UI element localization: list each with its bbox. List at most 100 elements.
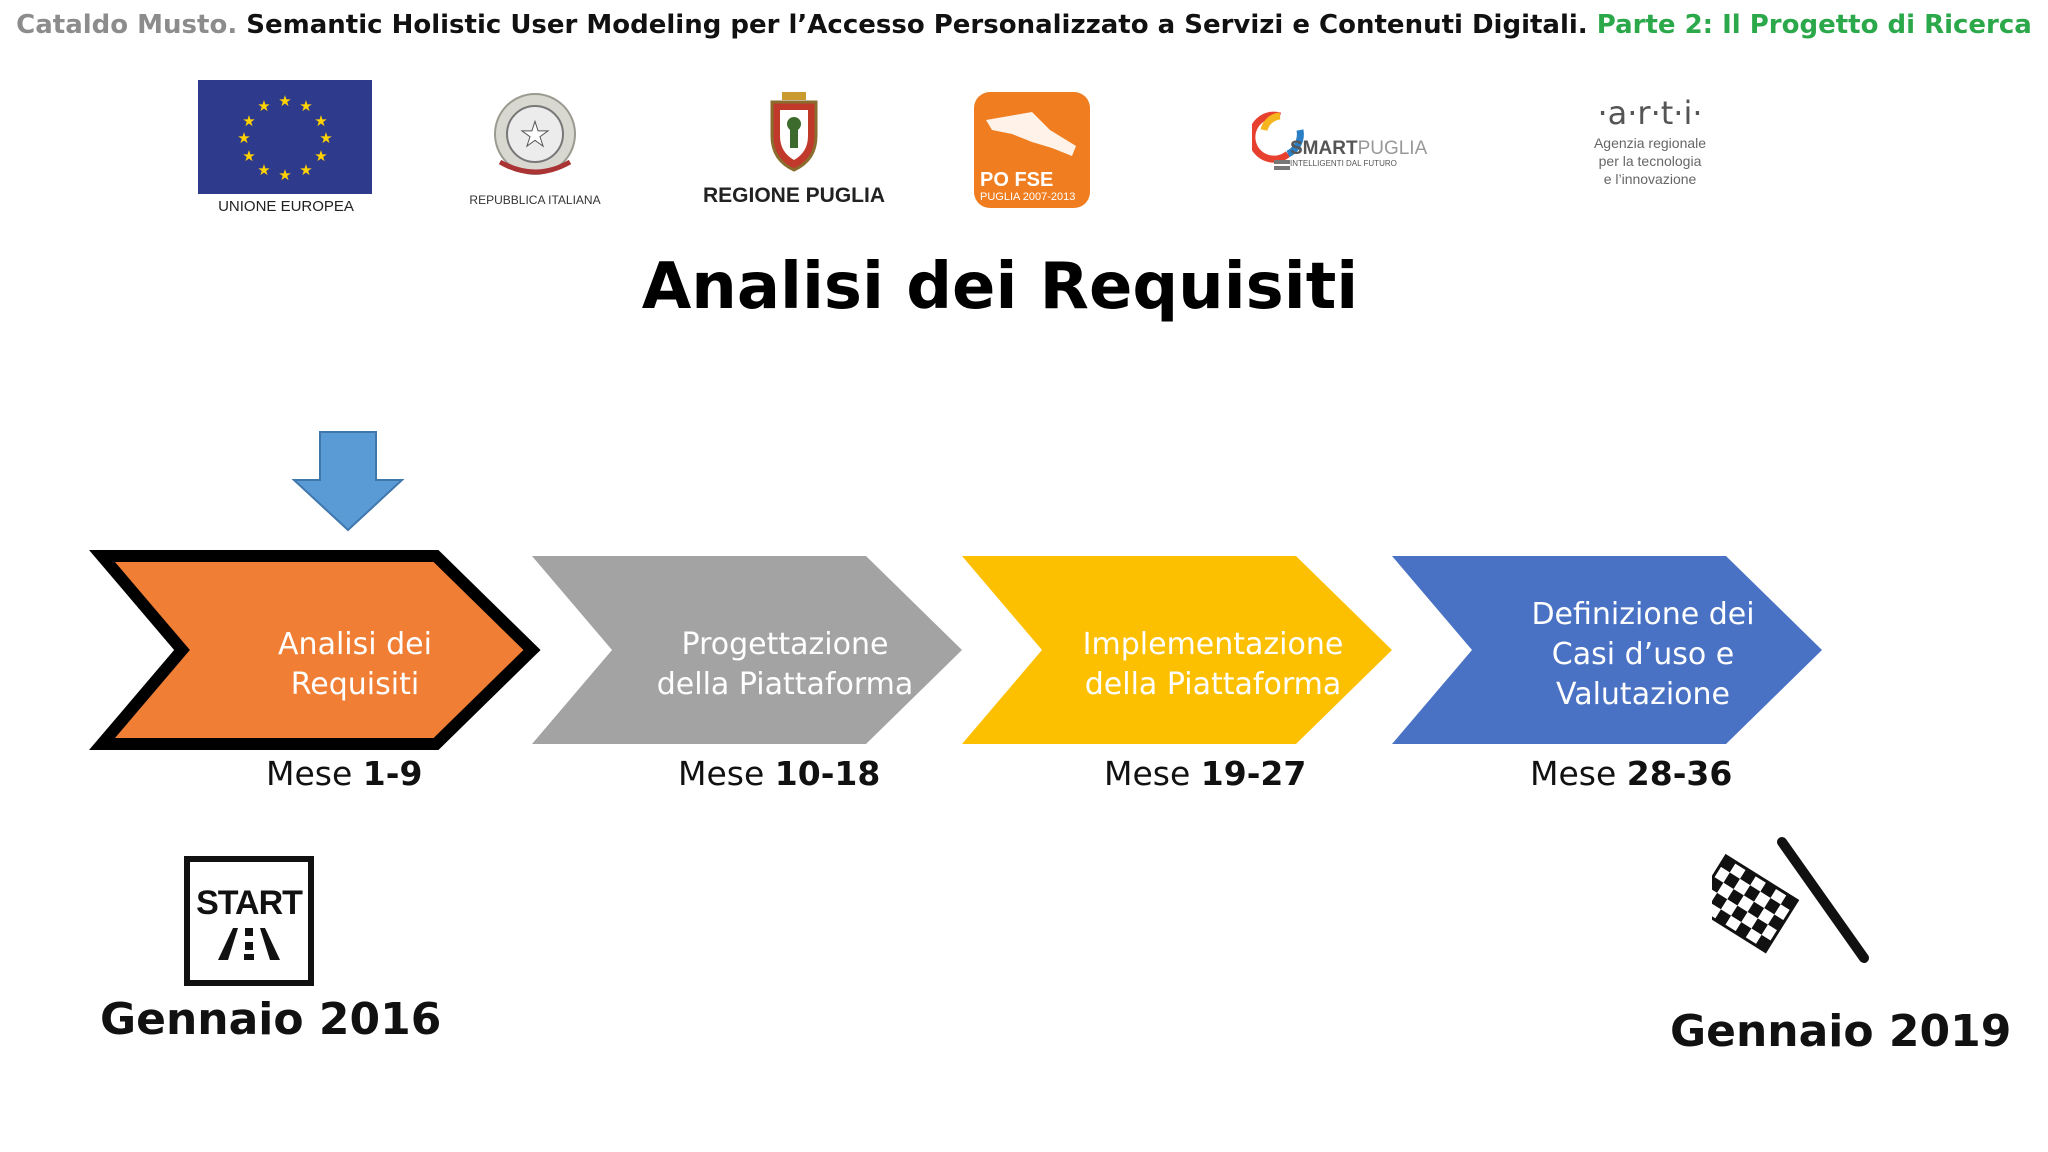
svg-text:★: ★ bbox=[314, 112, 327, 130]
puglia-shield-icon: REGIONE PUGLIA bbox=[703, 92, 885, 207]
start-sign: START bbox=[184, 856, 318, 990]
month-prefix: Mese bbox=[1530, 754, 1617, 793]
smart-sub-b: DAL FUTURO bbox=[1346, 159, 1397, 168]
italian-republic-logo: ★ REPUBBLICA ITALIANA bbox=[460, 82, 610, 212]
phase-chevrons bbox=[89, 550, 1822, 750]
eu-flag-icon: ★★★ ★★★ ★★★ ★★★ UNIONE EUROPEA bbox=[198, 80, 372, 215]
phase-4-chevron bbox=[1392, 556, 1822, 744]
month-range: 1-9 bbox=[362, 754, 423, 793]
arti-icon: ·a·r·t·i· Agenzia regionale per la tecno… bbox=[1594, 94, 1706, 187]
svg-text:★: ★ bbox=[278, 92, 291, 110]
puglia-word: PUGLIA bbox=[1358, 138, 1428, 159]
flag-square bbox=[1712, 892, 1728, 910]
po-fse-logo: PO FSE PUGLIA 2007-2013 bbox=[972, 90, 1096, 214]
svg-text:★: ★ bbox=[242, 147, 255, 165]
header-author: Cataldo Musto. bbox=[16, 10, 238, 40]
month-range: 19-27 bbox=[1200, 754, 1307, 793]
phase-1-line-1: Analisi dei bbox=[278, 627, 432, 662]
po-fse-title: PO FSE bbox=[980, 169, 1053, 191]
month-prefix: Mese bbox=[1104, 754, 1191, 793]
flag-square bbox=[1712, 876, 1724, 893]
po-fse-icon: PO FSE PUGLIA 2007-2013 bbox=[974, 92, 1090, 208]
smart-puglia-logo: SMARTPUGLIA INTELLIGENTI DAL FUTURO bbox=[1248, 108, 1452, 184]
header-title: Semantic Holistic User Modeling per l’Ac… bbox=[246, 10, 1588, 40]
smart-sub-a: INTELLIGENTI bbox=[1290, 159, 1344, 168]
phase-3-months: Mese 19-27 bbox=[1104, 754, 1306, 793]
phase-1-months: Mese 1-9 bbox=[266, 754, 422, 793]
slide-title: Analisi dei Requisiti bbox=[641, 250, 1359, 324]
arti-logo: ·a·r·t·i· Agenzia regionale per la tecno… bbox=[1560, 90, 1740, 200]
svg-text:★: ★ bbox=[278, 166, 291, 184]
arti-line-2: per la tecnologia bbox=[1599, 153, 1702, 169]
svg-text:★: ★ bbox=[237, 129, 250, 147]
checkered-flag-icon bbox=[1712, 837, 1869, 963]
smart-puglia-icon: SMARTPUGLIA INTELLIGENTI DAL FUTURO bbox=[1248, 111, 1428, 170]
smart-text: SMART bbox=[1290, 138, 1358, 159]
phase-4-months: Mese 28-36 bbox=[1530, 754, 1732, 793]
eu-logo: ★★★ ★★★ ★★★ ★★★ UNIONE EUROPEA bbox=[198, 78, 374, 216]
arti-line-1: Agenzia regionale bbox=[1594, 135, 1706, 151]
phase-4-line-3: Valutazione bbox=[1556, 677, 1730, 712]
flag-square bbox=[1712, 903, 1721, 920]
phase-1-line-2: Requisiti bbox=[290, 667, 420, 702]
phase-4-line-1: Definizione dei bbox=[1531, 597, 1755, 632]
phase-2-line-1: Progettazione bbox=[681, 627, 889, 662]
phase-3-line-2: della Piattaforma bbox=[1084, 667, 1342, 702]
month-range: 10-18 bbox=[774, 754, 881, 793]
phase-2-months: Mese 10-18 bbox=[678, 754, 880, 793]
start-date: Gennaio 2016 bbox=[100, 994, 442, 1045]
svg-text:★: ★ bbox=[257, 97, 270, 115]
slide-header: Cataldo Musto. Semantic Holistic User Mo… bbox=[0, 10, 2048, 40]
flag-square bbox=[1731, 905, 1748, 923]
phase-3-label: Implementazione della Piattaforma bbox=[1048, 600, 1378, 730]
start-text: START bbox=[196, 884, 303, 922]
flag-square bbox=[1733, 878, 1751, 896]
flag-square bbox=[1757, 908, 1775, 925]
flag-square bbox=[1737, 895, 1754, 912]
flag-square bbox=[1720, 899, 1738, 916]
flag-square bbox=[1753, 891, 1771, 909]
flag-square bbox=[1743, 885, 1761, 902]
svg-text:★: ★ bbox=[314, 147, 327, 165]
phase-1-chevron bbox=[89, 550, 541, 750]
flag-square bbox=[1741, 911, 1758, 929]
phase-2-line-2: della Piattaforma bbox=[656, 667, 914, 702]
arti-line-3: e l’innovazione bbox=[1604, 171, 1697, 187]
phase-2-label: Progettazione della Piattaforma bbox=[620, 600, 950, 730]
italian-republic-text: REPUBBLICA ITALIANA bbox=[469, 193, 600, 207]
month-prefix: Mese bbox=[678, 754, 765, 793]
phase-3-chevron bbox=[962, 556, 1392, 744]
emblem-icon: ★ REPUBBLICA ITALIANA bbox=[469, 93, 601, 207]
phase-4-line-2: Casi d’uso e bbox=[1551, 637, 1735, 672]
svg-text:★: ★ bbox=[257, 161, 270, 179]
header-part: Parte 2: Il Progetto di Ricerca bbox=[1596, 10, 2032, 40]
phase-3-line-1: Implementazione bbox=[1082, 627, 1344, 662]
flag-square bbox=[1723, 872, 1740, 890]
po-fse-subtitle: PUGLIA 2007-2013 bbox=[980, 191, 1075, 203]
svg-text:★: ★ bbox=[319, 129, 332, 147]
svg-text:★: ★ bbox=[299, 161, 312, 179]
svg-text:★: ★ bbox=[520, 115, 550, 155]
phase-2-chevron bbox=[532, 556, 962, 744]
flag-square bbox=[1764, 897, 1781, 915]
flag-border bbox=[1712, 853, 1800, 954]
flag-square bbox=[1712, 886, 1718, 904]
puglia-text: REGIONE PUGLIA bbox=[703, 184, 885, 207]
regione-puglia-logo: REGIONE PUGLIA bbox=[700, 86, 890, 212]
arti-mark: ·a·r·t·i· bbox=[1597, 94, 1702, 132]
month-prefix: Mese bbox=[266, 754, 353, 793]
flag-square bbox=[1751, 918, 1768, 935]
svg-text:SMARTPUGLIA: SMARTPUGLIA bbox=[1290, 138, 1428, 159]
finish-date: Gennaio 2019 bbox=[1670, 1006, 2012, 1057]
flag-square bbox=[1717, 882, 1734, 900]
flag-square bbox=[1747, 901, 1765, 919]
start-road-icon: START bbox=[184, 856, 314, 986]
svg-text:INTELLIGENTI DAL FUTURO: INTELLIGENTI DAL FUTURO bbox=[1290, 159, 1397, 168]
flag-square bbox=[1727, 889, 1744, 906]
svg-text:★: ★ bbox=[242, 112, 255, 130]
svg-text:★: ★ bbox=[299, 97, 312, 115]
month-range: 28-36 bbox=[1626, 754, 1733, 793]
